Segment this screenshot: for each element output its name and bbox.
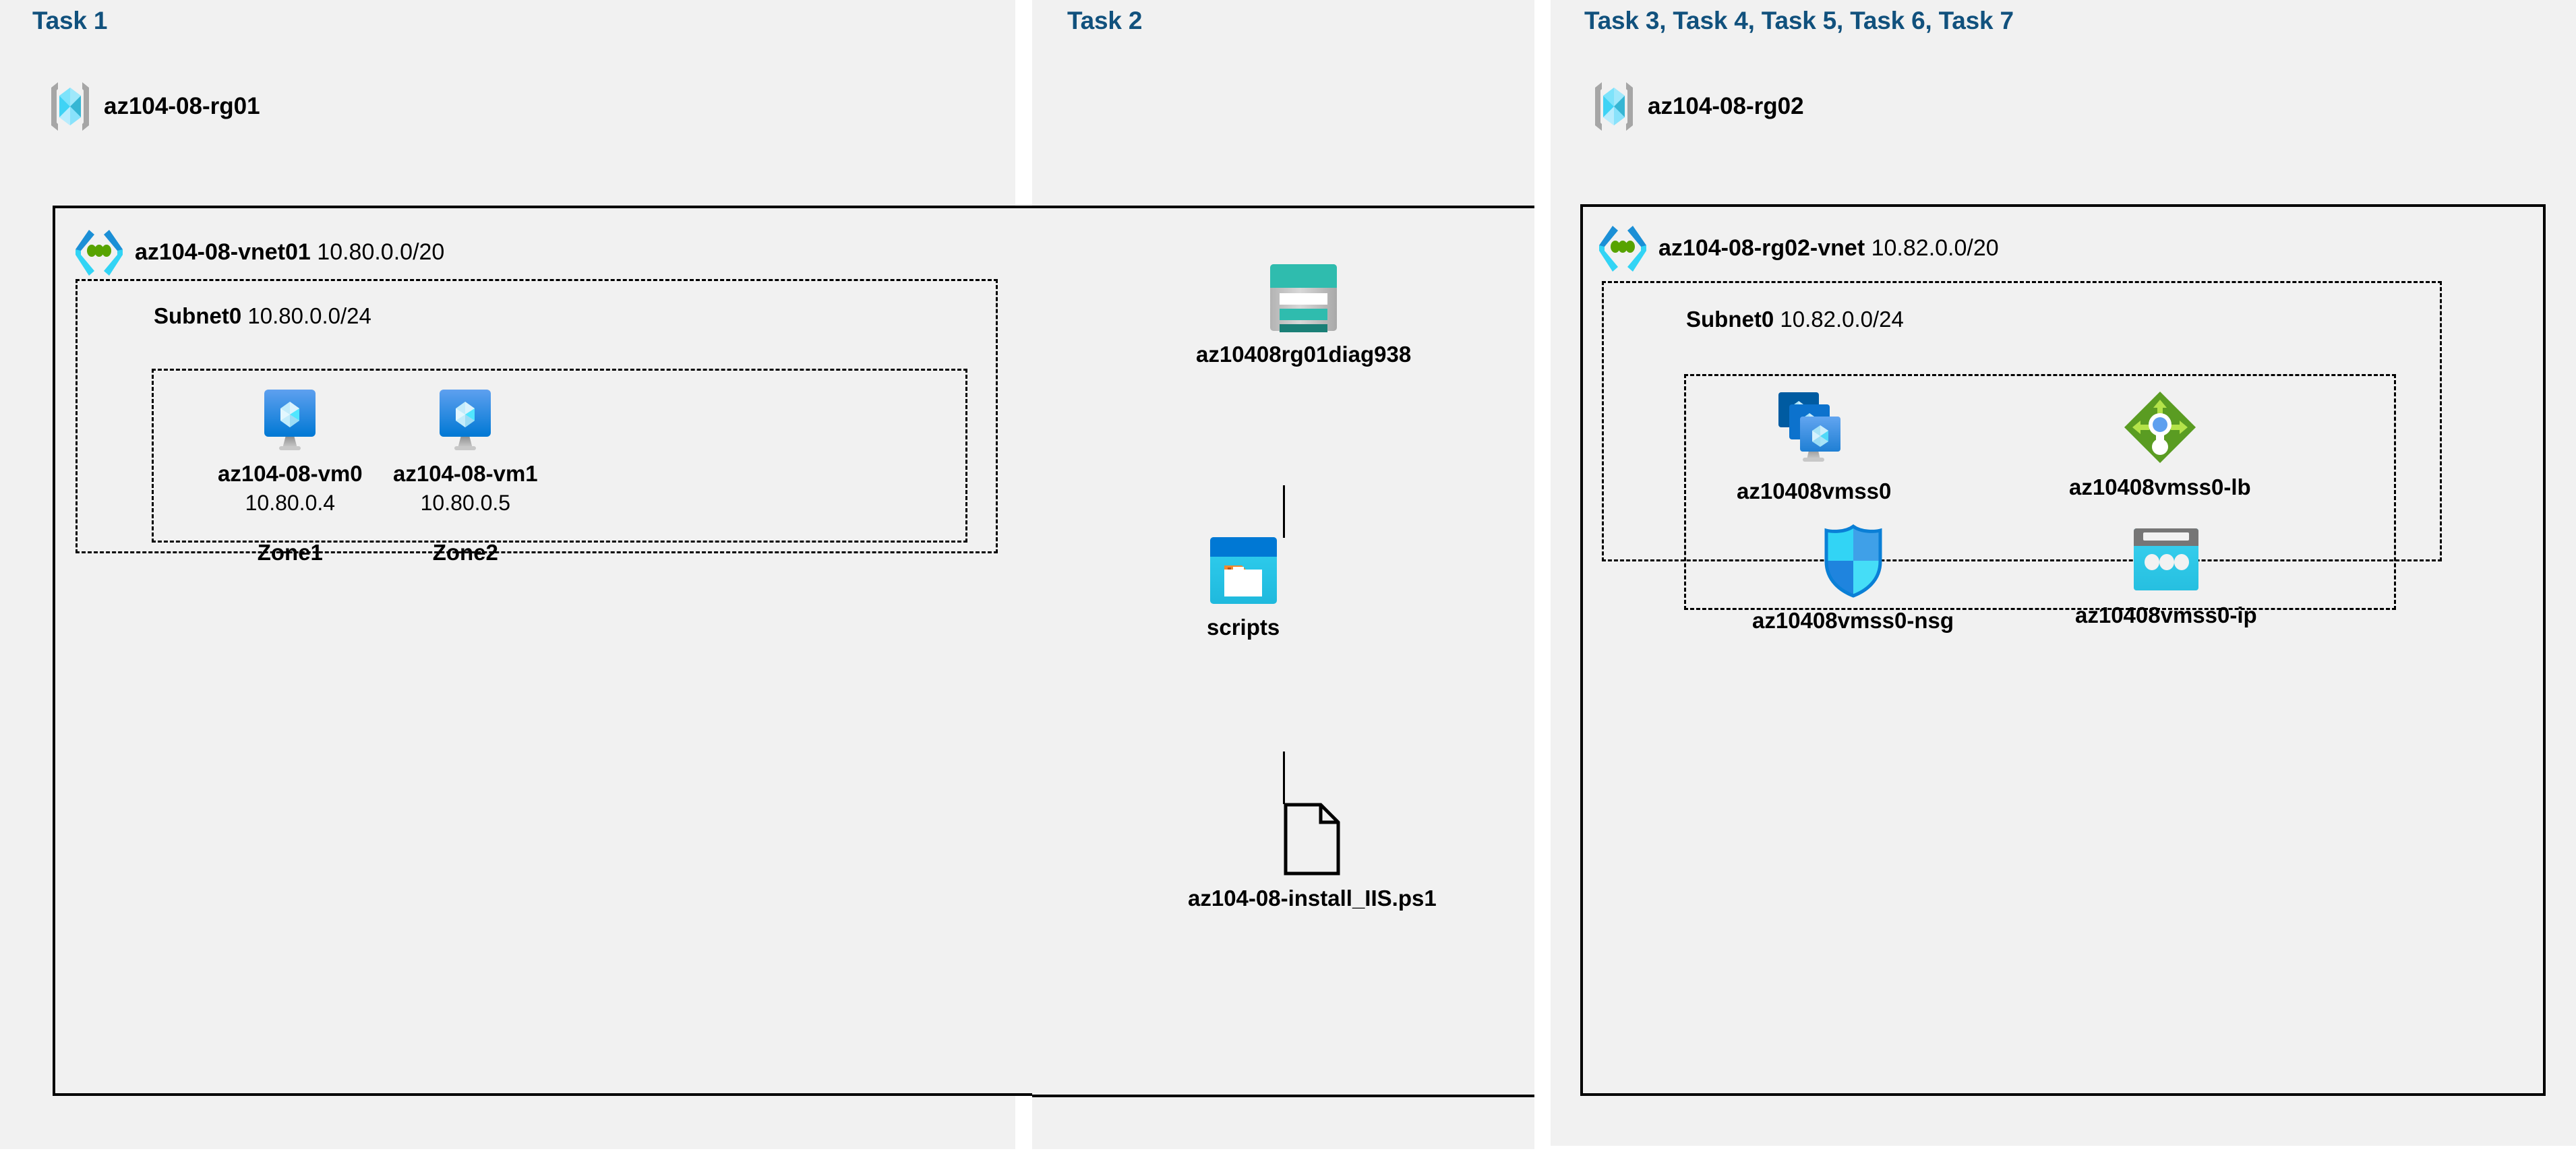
network-security-group-node: az10408vmss0-nsg	[1752, 523, 1954, 634]
task2-panel: Task 2	[1032, 0, 1534, 1149]
subnet0-vnet01-label: Subnet0 10.80.0.0/24	[154, 303, 371, 329]
vm0-name: az104-08-vm0	[218, 461, 363, 486]
subnet0-rg02-vnet-boundary: Subnet0 10.82.0.0/24	[1602, 281, 2442, 633]
vnet01-cidr: 10.80.0.0/20	[317, 239, 445, 265]
blob-container-node: scripts	[1207, 536, 1280, 640]
task2-title: Task 2	[1067, 7, 1143, 34]
subnet0-vnet01-boundary: Subnet0 10.80.0.0/24	[76, 279, 998, 565]
task367-title: Task 3, Task 4, Task 5, Task 6, Task 7	[1584, 7, 2014, 34]
network-security-group-icon	[1820, 523, 1887, 599]
subnet0-vnet01-name: Subnet0	[154, 303, 248, 328]
task1-title: Task 1	[32, 7, 108, 34]
subnet0-rg02-name: Subnet0	[1686, 307, 1780, 332]
vnet01-label: az104-08-vnet01 10.80.0.0/20	[135, 239, 444, 266]
task1-panel: Task 1 az104-08-rg01	[0, 0, 1476, 1149]
vnet01-header: az104-08-vnet01 10.80.0.0/20	[74, 228, 444, 276]
vm-node-az104-08-vm0: az104-08-vm0 10.80.0.4 Zone1	[218, 386, 363, 565]
blob-container-icon	[1209, 536, 1278, 605]
rg02-vnet-cidr: 10.82.0.0/20	[1871, 235, 1999, 261]
resource-group-icon	[1592, 81, 1636, 132]
subnet0-rg02-label: Subnet0 10.82.0.0/24	[1686, 307, 1904, 332]
rg02-vnet-boundary: az104-08-rg02-vnet 10.82.0.0/20 Subnet0 …	[1580, 204, 2546, 1096]
vm0-ip: 10.80.0.4	[245, 491, 336, 515]
resource-group-rg01: az104-08-rg01	[49, 81, 260, 132]
script-file-icon	[1282, 802, 1342, 876]
load-balancer-node: az10408vmss0-lb	[2069, 390, 2251, 500]
rg02-vnet-name: az104-08-rg02-vnet	[1658, 235, 1871, 261]
virtual-machine-icon	[434, 386, 496, 452]
public-ip-name: az10408vmss0-ip	[2075, 603, 2257, 627]
connector-scripts-to-file	[1283, 751, 1285, 804]
virtual-machine-icon	[259, 386, 321, 452]
vm-node-az104-08-vm1: az104-08-vm1 10.80.0.5 Zone2	[393, 386, 538, 565]
vm1-ip: 10.80.0.5	[420, 491, 511, 515]
public-ip-address-icon	[2131, 526, 2201, 593]
virtual-network-icon	[74, 228, 124, 276]
subnet0-rg02-cidr: 10.82.0.0/24	[1780, 307, 1904, 332]
script-file-name: az104-08-install_IIS.ps1	[1188, 886, 1437, 911]
storage-account-name: az10408rg01diag938	[1196, 342, 1412, 367]
blob-container-name: scripts	[1207, 615, 1280, 640]
virtual-network-icon	[1598, 224, 1648, 272]
resource-group-rg02: az104-08-rg02	[1592, 81, 1804, 132]
resource-group-rg01-label: az104-08-rg01	[104, 93, 260, 119]
storage-boundary	[1032, 206, 1534, 1097]
rg02-vnet-label: az104-08-rg02-vnet 10.82.0.0/20	[1658, 235, 1999, 262]
vm1-name: az104-08-vm1	[393, 461, 538, 486]
nsg-name: az10408vmss0-nsg	[1752, 608, 1954, 633]
vm-scale-set-icon	[1772, 390, 1857, 469]
public-ip-address-node: az10408vmss0-ip	[2075, 526, 2257, 628]
script-file-node: az104-08-install_IIS.ps1	[1188, 802, 1437, 911]
load-balancer-name: az10408vmss0-lb	[2069, 474, 2251, 499]
availability-zones-boundary: az104-08-vm0 10.80.0.4 Zone1	[152, 369, 967, 565]
vm-scale-set-node: az10408vmss0	[1737, 390, 1891, 504]
connector-storage-to-scripts	[1283, 485, 1285, 538]
subnet0-vnet01-cidr: 10.80.0.0/24	[247, 303, 371, 328]
load-balancer-icon	[2122, 390, 2198, 465]
storage-account-node: az10408rg01diag938	[1196, 263, 1411, 367]
storage-account-icon	[1269, 263, 1338, 332]
resource-group-icon	[49, 81, 92, 132]
vnet01-name: az104-08-vnet01	[135, 239, 318, 265]
vm1-zone: Zone2	[432, 540, 498, 565]
vm0-zone: Zone1	[257, 540, 323, 565]
rg02-vnet-header: az104-08-rg02-vnet 10.82.0.0/20	[1598, 224, 1999, 272]
vmss-resources-boundary: az10408vmss0 az10408vmss0-lb	[1684, 374, 2396, 633]
resource-group-rg02-label: az104-08-rg02	[1648, 93, 1804, 119]
vmss-name: az10408vmss0	[1737, 479, 1892, 503]
